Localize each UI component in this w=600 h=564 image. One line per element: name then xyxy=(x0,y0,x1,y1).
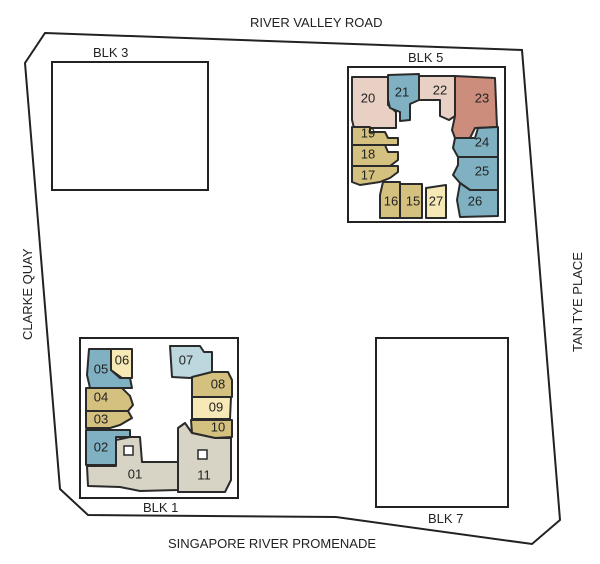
unit-26[interactable] xyxy=(456,182,499,218)
unit-27-label: 27 xyxy=(429,193,443,208)
unit-26-label: 26 xyxy=(468,193,482,208)
unit-11-label: 11 xyxy=(197,467,211,482)
unit-15-label: 15 xyxy=(406,193,420,208)
unit-20-label: 20 xyxy=(361,90,375,105)
unit-03-label: 03 xyxy=(94,411,108,426)
road-label-east: TAN TYE PLACE xyxy=(570,252,585,352)
unit-05-label: 05 xyxy=(94,361,108,376)
unit-24-label: 24 xyxy=(475,134,489,149)
unit-07[interactable] xyxy=(169,345,213,379)
unit-17[interactable] xyxy=(351,165,399,186)
unit-02-label: 02 xyxy=(94,439,108,454)
void-opening xyxy=(123,445,134,456)
unit-10-label: 10 xyxy=(211,419,225,434)
unit-02[interactable] xyxy=(85,429,131,466)
unit-19-label: 19 xyxy=(361,125,375,140)
unit-07-label: 07 xyxy=(179,352,193,367)
unit-16-label: 16 xyxy=(384,193,398,208)
unit-25-label: 25 xyxy=(475,163,489,178)
road-label-south: SINGAPORE RIVER PROMENADE xyxy=(168,536,376,551)
unit-06[interactable] xyxy=(110,348,133,379)
road-label-north: RIVER VALLEY ROAD xyxy=(250,15,382,30)
block-3-label: BLK 3 xyxy=(93,45,128,60)
unit-03[interactable] xyxy=(85,410,133,429)
unit-22-label: 22 xyxy=(433,82,447,97)
unit-21-label: 21 xyxy=(395,84,409,99)
unit-16[interactable] xyxy=(379,181,401,219)
unit-15[interactable] xyxy=(399,183,423,219)
unit-17-label: 17 xyxy=(361,167,375,182)
block-3[interactable] xyxy=(51,61,209,191)
unit-01[interactable] xyxy=(86,436,179,492)
unit-23-label: 23 xyxy=(475,90,489,105)
block-1-label: BLK 1 xyxy=(143,500,178,515)
block-7[interactable] xyxy=(375,337,509,508)
road-label-west: CLARKE QUAY xyxy=(20,248,35,340)
unit-06-label: 06 xyxy=(115,352,129,367)
unit-04-label: 04 xyxy=(94,389,108,404)
unit-01-label: 01 xyxy=(128,466,142,481)
block-5-label: BLK 5 xyxy=(408,50,443,65)
unit-08-label: 08 xyxy=(211,376,225,391)
unit-09-label: 09 xyxy=(209,399,223,414)
unit-27[interactable] xyxy=(425,184,447,219)
unit-18-label: 18 xyxy=(361,146,375,161)
void-opening xyxy=(197,449,208,460)
block-7-label: BLK 7 xyxy=(428,511,463,526)
